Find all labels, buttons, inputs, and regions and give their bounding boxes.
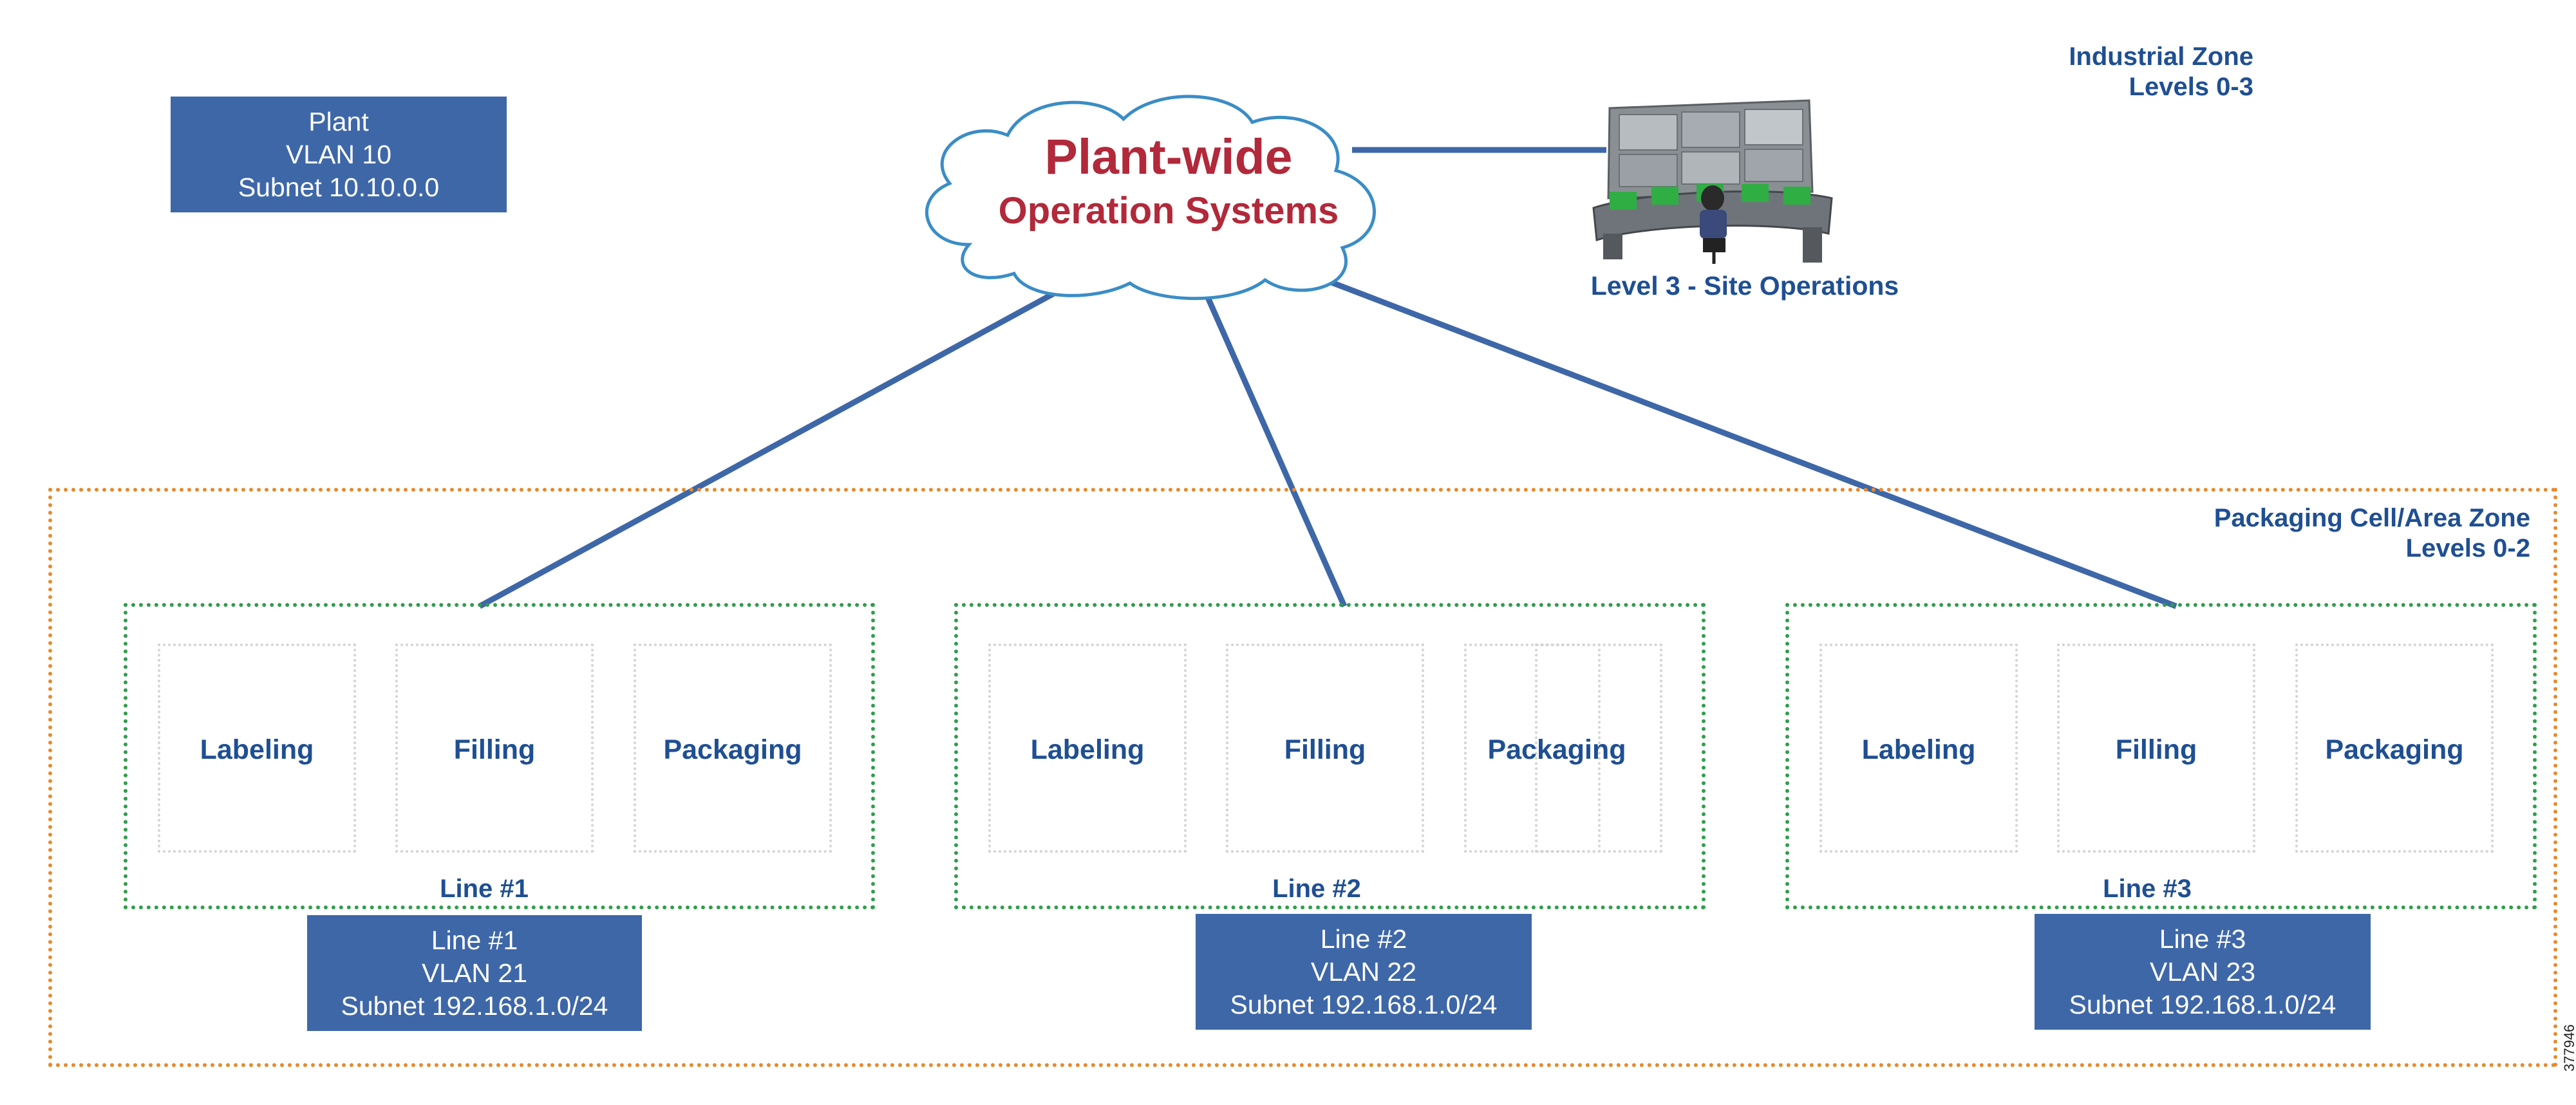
plant-box-vlan: VLAN 10 xyxy=(285,139,392,169)
cloud-title: Plant-wide xyxy=(1044,129,1293,185)
packaging-cell-area-zone xyxy=(48,488,2557,1067)
line-2-filling-label: Filling xyxy=(1284,734,1366,765)
line-1-packaging-label: Packaging xyxy=(663,734,802,765)
line-1-vlan-subnet: Subnet 192.168.1.0/24 xyxy=(341,990,608,1021)
site-operations-label: Level 3 - Site Operations xyxy=(1590,271,1899,301)
line-1-labeling-station xyxy=(158,644,356,853)
line-2-zone xyxy=(954,603,1706,909)
line-3-vlan-box: Line #3 VLAN 23 Subnet 192.168.1.0/24 xyxy=(2035,914,2371,1030)
line-1-filling-station xyxy=(395,644,594,853)
line-1-filling-label: Filling xyxy=(453,734,536,765)
line-3-title: Line #3 xyxy=(2103,875,2192,903)
plant-vlan-box: Plant VLAN 10 Subnet 10.10.0.0 xyxy=(171,97,507,212)
link-cloud-to-line-1 xyxy=(478,279,1077,609)
line-1-vlan-id: VLAN 21 xyxy=(421,958,528,988)
line-1-title: Line #1 xyxy=(440,875,529,903)
line-2-title: Line #2 xyxy=(1272,875,1361,903)
line-3-filling-label: Filling xyxy=(2115,734,2197,765)
line-2-vlan-subnet: Subnet 192.168.1.0/24 xyxy=(1230,989,1498,1019)
industrial-zone-title: Industrial Zone xyxy=(2069,42,2253,71)
line-2-labeling-station xyxy=(988,644,1187,853)
link-cloud-to-line-3 xyxy=(1315,274,2177,609)
line-2-vlan-name: Line #2 xyxy=(1320,924,1407,954)
control-room-icon xyxy=(1592,99,1833,264)
line-3-labeling-station xyxy=(1819,644,2018,853)
line-3-zone xyxy=(1785,603,2537,909)
line-3-packaging-station xyxy=(2295,644,2494,853)
line-2-packaging-substation xyxy=(1535,644,1601,853)
plant-box-subnet: Subnet 10.10.0.0 xyxy=(238,172,440,202)
line-1-vlan-box: Line #1 VLAN 21 Subnet 192.168.1.0/24 xyxy=(307,915,642,1031)
line-3-filling-station xyxy=(2057,644,2255,853)
industrial-zone-label: Industrial Zone Levels 0-3 xyxy=(1964,42,2253,102)
line-1-zone xyxy=(124,603,875,909)
line-3-packaging-label: Packaging xyxy=(2325,734,2464,765)
line-2-labeling-label: Labeling xyxy=(1030,734,1145,765)
plant-box-name: Plant xyxy=(308,106,369,136)
line-2-vlan-box: Line #2 VLAN 22 Subnet 192.168.1.0/24 xyxy=(1196,914,1532,1030)
line-3-vlan-name: Line #3 xyxy=(2159,924,2246,954)
line-2-filling-station xyxy=(1226,644,1424,853)
line-1-vlan-name: Line #1 xyxy=(431,925,518,955)
cell-zone-label: Packaging Cell/Area Zone Levels 0-2 xyxy=(2138,503,2530,564)
industrial-zone-levels: Levels 0-3 xyxy=(2129,73,2253,101)
link-cloud-to-line-2 xyxy=(1204,295,1348,608)
cloud-subtitle: Operation Systems xyxy=(998,190,1339,232)
cell-zone-levels: Levels 0-2 xyxy=(2405,534,2530,562)
line-1-packaging-station xyxy=(634,644,832,853)
line-3-labeling-label: Labeling xyxy=(1861,734,1976,765)
line-2-packaging-label: Packaging xyxy=(1487,734,1626,765)
figure-id: 377946 xyxy=(2561,1024,2576,1072)
line-3-vlan-subnet: Subnet 192.168.1.0/24 xyxy=(2069,989,2336,1019)
cell-zone-title: Packaging Cell/Area Zone xyxy=(2214,504,2530,532)
line-3-vlan-id: VLAN 23 xyxy=(2149,956,2256,987)
line-1-labeling-label: Labeling xyxy=(200,734,314,765)
cloud-icon xyxy=(925,95,1376,301)
line-2-vlan-id: VLAN 22 xyxy=(1310,956,1417,987)
